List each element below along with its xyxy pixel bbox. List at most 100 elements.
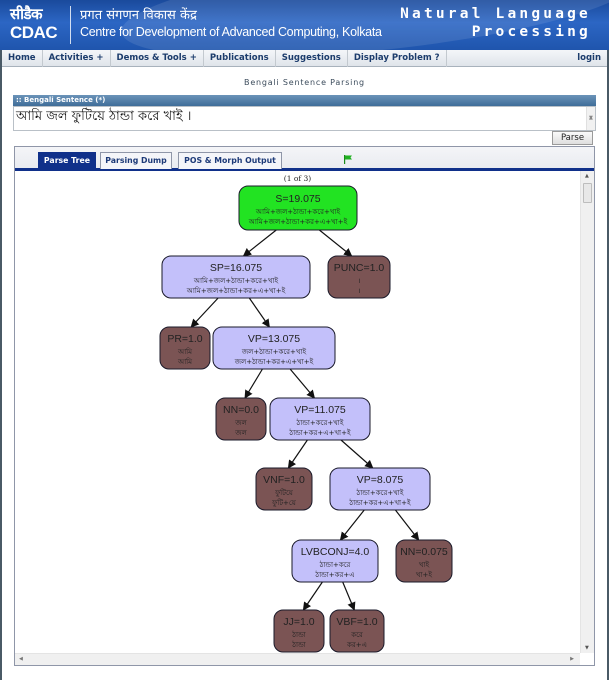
tree-edge-vp1-nn1 [244,368,263,399]
node-surface: জল [234,419,247,427]
node-box [215,397,267,441]
tree-node-jj[interactable]: JJ=1.0ঠান্ডাঠান্ডা [273,609,325,653]
node-surface: ঠান্ডা+করে [319,560,351,569]
scroll-up-icon[interactable]: ▲ [585,173,589,179]
scroll-down-icon[interactable]: ▼ [589,115,593,121]
tree-counter: (1 of 3) [283,174,312,183]
header-banner: सीडैक CDAC प्रगत संगणन विकास केंद्र Cent… [0,0,609,50]
tree-edge-vp3-lvbconj [339,509,365,541]
node-surface: । [358,277,361,285]
tree-horizontal-scrollbar[interactable]: ◀ ▶ [15,653,580,665]
node-surface: ঠান্ডা+করে+খাই [296,418,344,427]
node-box [395,539,453,583]
nav-home[interactable]: Home [2,49,43,67]
node-morph: ঠান্ডা [291,640,306,649]
node-label: NN=0.075 [400,546,448,558]
node-surface: খাই [419,561,430,569]
page-title: Bengali Sentence Parsing [244,78,365,87]
node-box [269,397,371,441]
tree-edge-s-punc [318,229,353,257]
nav-publications[interactable]: Publications [204,49,276,67]
login-link[interactable]: login [577,53,601,63]
tree-node-vnf[interactable]: VNF=1.0ফুটিয়েফুটি+য়ে [255,467,313,511]
node-morph: খা+ই [416,571,432,579]
node-label: VP=13.075 [248,333,300,345]
tree-edge-sp-vp1 [248,297,270,328]
org-name-english: Centre for Development of Advanced Compu… [80,25,382,39]
node-surface: জল+ঠান্ডা+করে+খাই [241,347,307,356]
tree-node-sp[interactable]: SP=16.075 আমি+জল+ঠান্ডা+করে+খাইআমি+জল+ঠান… [161,255,311,299]
scroll-down-icon[interactable]: ▼ [585,645,589,651]
tree-node-vbf[interactable]: VBF=1.0করেকর+এ [329,609,385,653]
node-surface: আমি [177,348,192,356]
tree-node-s[interactable]: S=19.075আমি+জল+ঠান্ডা+করে+খাইআমি+জল+ঠান্… [238,185,358,231]
nav-activities[interactable]: Activities + [43,49,111,67]
node-label: S=19.075 [275,193,320,205]
node-box [212,326,336,370]
flag-icon[interactable] [343,155,353,164]
cdac-logo[interactable]: सीडैक CDAC [10,4,66,46]
node-label: LVBCONJ=4.0 [301,546,370,558]
sentence-label: :: Bengali Sentence (*) [13,95,596,106]
tree-vertical-scrollbar[interactable]: ▲ ▼ [580,171,594,653]
tree-edge-vp2-vnf [287,439,308,469]
node-label: VNF=1.0 [263,474,305,486]
logo-hindi: सीडैक [10,5,43,23]
tree-node-vp2[interactable]: VP=11.075 ঠান্ডা+করে+খাইঠান্ডা+কর+এ+খা+ই [269,397,371,441]
tab-pos-morph-output[interactable]: POS & Morph Output [178,152,282,169]
node-surface: ঠান্ডা+করে+খাই [356,488,404,497]
node-label: SP=16.075 [210,262,262,274]
nav-suggestions[interactable]: Suggestions [276,49,348,67]
node-surface: আমি+জল+ঠান্ডা+করে+খাই [255,207,341,216]
node-label: JJ=1.0 [283,616,314,628]
tree-node-pr[interactable]: PR=1.0আমিআমি [159,326,211,370]
node-label: PUNC=1.0 [334,262,385,274]
node-morph: ফুটি+য়ে [271,498,297,507]
scroll-left-icon[interactable]: ◀ [19,656,23,662]
output-panel: Parse Tree Parsing Dump POS & Morph Outp… [14,146,595,666]
scroll-up-icon[interactable]: ▲ [589,115,593,121]
node-morph: জল+ঠান্ডা+কর+এ+খা+ই [234,357,314,366]
tree-node-lvbconj[interactable]: LVBCONJ=4.0 ঠান্ডা+করেঠান্ডা+কর+এ [291,539,379,583]
logo-english: CDAC [10,23,58,42]
node-box [161,255,311,299]
node-label: NN=0.0 [223,404,259,416]
scroll-right-icon[interactable]: ▶ [570,656,574,662]
logo-divider [70,6,71,44]
sentence-input[interactable]: আমি জল ফুটিয়ে ঠান্ডা করে খাই । ▲ ▼ [13,106,596,131]
node-morph: ঠান্ডা+কর+এ+খা+ই [288,428,351,437]
tab-parsing-dump[interactable]: Parsing Dump [100,152,172,169]
tree-node-vp1[interactable]: VP=13.075 জল+ঠান্ডা+করে+খাইজল+ঠান্ডা+কর+এ… [212,326,336,370]
tree-node-nn2[interactable]: NN=0.075 খাই খা+ই [395,539,453,583]
tree-edge-sp-pr [190,297,219,328]
tree-edge-vp2-vp3 [340,439,374,469]
node-label: PR=1.0 [167,333,202,345]
node-surface: আমি+জল+ঠান্ডা+করে+খাই [193,276,279,285]
scroll-thumb[interactable] [583,183,592,203]
tree-edge-lvbconj-vbf [342,581,356,611]
node-box [159,326,211,370]
parse-tree: S=19.075আমি+জল+ঠান্ডা+করে+খাইআমি+জল+ঠান্… [159,185,453,653]
node-box [273,609,325,653]
org-name-hindi: प्रगत संगणन विकास केंद्र [80,8,197,23]
nav-demos-tools[interactable]: Demos & Tools + [111,49,204,67]
node-morph: ঠান্ডা+কর+এ+খা+ই [348,498,411,507]
tree-edge-vp1-vp2 [289,368,316,399]
nav-display-problem[interactable]: Display Problem ? [348,49,447,67]
node-box [291,539,379,583]
node-label: VP=11.075 [294,404,346,416]
node-morph: । [358,287,361,295]
tab-parse-tree[interactable]: Parse Tree [38,152,96,169]
tree-node-nn1[interactable]: NN=0.0 জল জল [215,397,267,441]
tree-node-punc[interactable]: PUNC=1.0 । । [327,255,391,299]
main-nav: Home Activities + Demos & Tools + Public… [2,49,607,67]
product-title-line2: Processing [471,24,591,40]
parse-button[interactable]: Parse [552,131,593,145]
node-morph: জল [234,429,247,437]
tree-edge-lvbconj-jj [302,581,323,611]
node-morph: আমি+জল+ঠান্ডা+কর+এ+খা+ই [186,286,286,295]
node-morph: ঠান্ডা+কর+এ [314,570,354,579]
sentence-scrollbar[interactable]: ▲ ▼ [586,107,595,130]
